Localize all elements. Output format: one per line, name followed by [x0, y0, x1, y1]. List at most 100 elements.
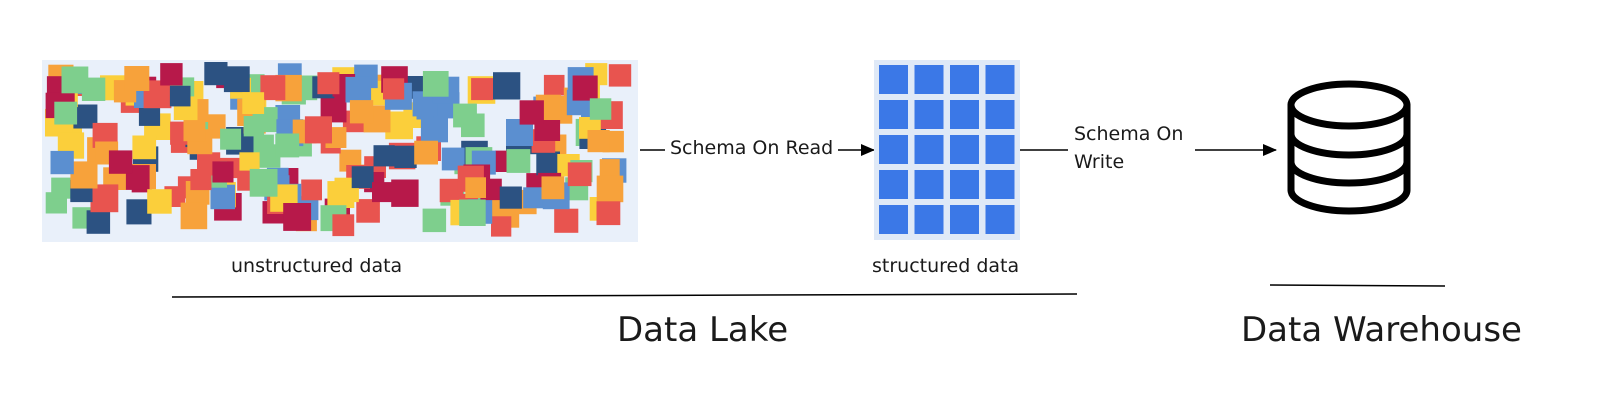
mosaic-tile	[332, 214, 355, 237]
mosaic-tile	[304, 116, 332, 144]
mosaic-tile	[283, 203, 312, 231]
grid-cell	[879, 170, 908, 199]
data-warehouse-title: Data Warehouse	[1241, 310, 1522, 350]
mosaic-tile	[124, 66, 150, 91]
mosaic-tile	[349, 100, 374, 124]
mosaic-tile	[554, 208, 579, 233]
mosaic-tile	[147, 189, 172, 214]
grid-cell	[985, 170, 1015, 199]
mosaic-tile	[453, 103, 477, 128]
mosaic-tile	[301, 179, 322, 201]
grid-cell	[879, 205, 908, 234]
mosaic-tile	[372, 182, 392, 203]
mosaic-tile	[108, 150, 133, 174]
mosaic-tile	[223, 66, 250, 93]
grid-cell	[950, 65, 979, 94]
mosaic-tile	[394, 145, 417, 168]
mosaic-tile	[572, 75, 598, 101]
structured-data-label: structured data	[872, 255, 1020, 277]
mosaic-tile	[249, 168, 278, 197]
mosaic-tile	[599, 159, 620, 180]
mosaic-tile	[441, 147, 465, 171]
mosaic-tile	[275, 133, 300, 158]
mosaic-tile	[608, 64, 632, 87]
grid-cell	[914, 135, 944, 164]
mosaic-tile	[536, 151, 560, 176]
mosaic-tile	[61, 66, 89, 94]
mosaic-tile	[180, 202, 208, 230]
grid-cell	[914, 205, 944, 234]
mosaic-tile	[51, 177, 73, 199]
mosaic-tile	[327, 181, 355, 208]
data-warehouse-underline	[1269, 284, 1446, 287]
mosaic-tile	[204, 62, 228, 86]
mosaic-tile	[253, 134, 274, 155]
mosaic-tile	[373, 145, 395, 167]
mosaic-tile	[493, 72, 521, 100]
mosaic-tile	[160, 63, 183, 86]
mosaic-tile	[420, 115, 448, 143]
mosaic-tile	[70, 161, 98, 189]
mosaic-tile	[242, 92, 265, 114]
mosaic-tile	[351, 166, 374, 189]
mosaic-tile	[541, 176, 565, 200]
mosaic-tile	[317, 72, 340, 95]
grid-cell	[914, 65, 944, 94]
data-lake-underline	[171, 293, 1078, 298]
mosaic-tile	[596, 201, 621, 226]
mosaic-tile	[90, 184, 119, 213]
mosaic-tile	[86, 210, 111, 234]
mosaic-tile	[132, 135, 157, 160]
mosaic-tile	[589, 98, 612, 120]
grid-cell	[914, 100, 944, 129]
mosaic-tile	[54, 101, 78, 125]
data-lake-title: Data Lake	[617, 310, 789, 350]
grid-cell	[950, 135, 979, 164]
grid-cell	[985, 65, 1015, 94]
mosaic-tile	[391, 179, 419, 207]
grid-cell	[879, 135, 908, 164]
unstructured-data-label: unstructured data	[231, 255, 403, 277]
schema-on-write-label: Schema On Write	[1074, 123, 1184, 173]
mosaic-tile	[220, 128, 242, 150]
mosaic-tile	[523, 187, 545, 209]
mosaic-tile	[414, 140, 438, 165]
mosaic-tile	[567, 162, 592, 187]
mosaic-tile	[356, 199, 380, 223]
mosaic-tile	[543, 74, 565, 96]
grid-cell	[950, 100, 979, 129]
mosaic-tile	[212, 161, 234, 183]
mosaic-tile	[459, 199, 486, 226]
mosaic-tile	[491, 216, 512, 237]
grid-cell	[985, 205, 1015, 234]
mosaic-tile	[465, 177, 486, 198]
mosaic-tile	[210, 184, 235, 210]
mosaic-tile	[439, 178, 464, 203]
unstructured-data-mosaic	[42, 60, 638, 242]
grid-cell	[985, 135, 1015, 164]
mosaic-tile	[169, 85, 191, 107]
mosaic-tile	[239, 152, 260, 173]
mosaic-tile	[190, 169, 212, 191]
mosaic-tile	[183, 119, 206, 142]
mosaic-tile	[471, 78, 494, 101]
schema-on-read-label: Schema On Read	[670, 137, 834, 159]
mosaic-tile	[345, 76, 372, 103]
mosaic-tile	[587, 130, 610, 153]
mosaic-tile	[50, 150, 74, 175]
mosaic-tile	[596, 175, 624, 203]
grid-cell	[879, 65, 908, 94]
grid-cell	[879, 100, 908, 129]
mosaic-tile	[519, 100, 544, 125]
mosaic-tile	[422, 71, 449, 97]
grid-cell	[914, 170, 944, 199]
mosaic-tile	[506, 149, 531, 173]
grid-cell	[985, 100, 1015, 129]
mosaic-tile	[499, 186, 522, 209]
mosaic-tile	[422, 208, 447, 233]
mosaic-tile	[383, 78, 405, 100]
structured-data-grid	[874, 60, 1020, 240]
grid-cell	[950, 170, 979, 199]
